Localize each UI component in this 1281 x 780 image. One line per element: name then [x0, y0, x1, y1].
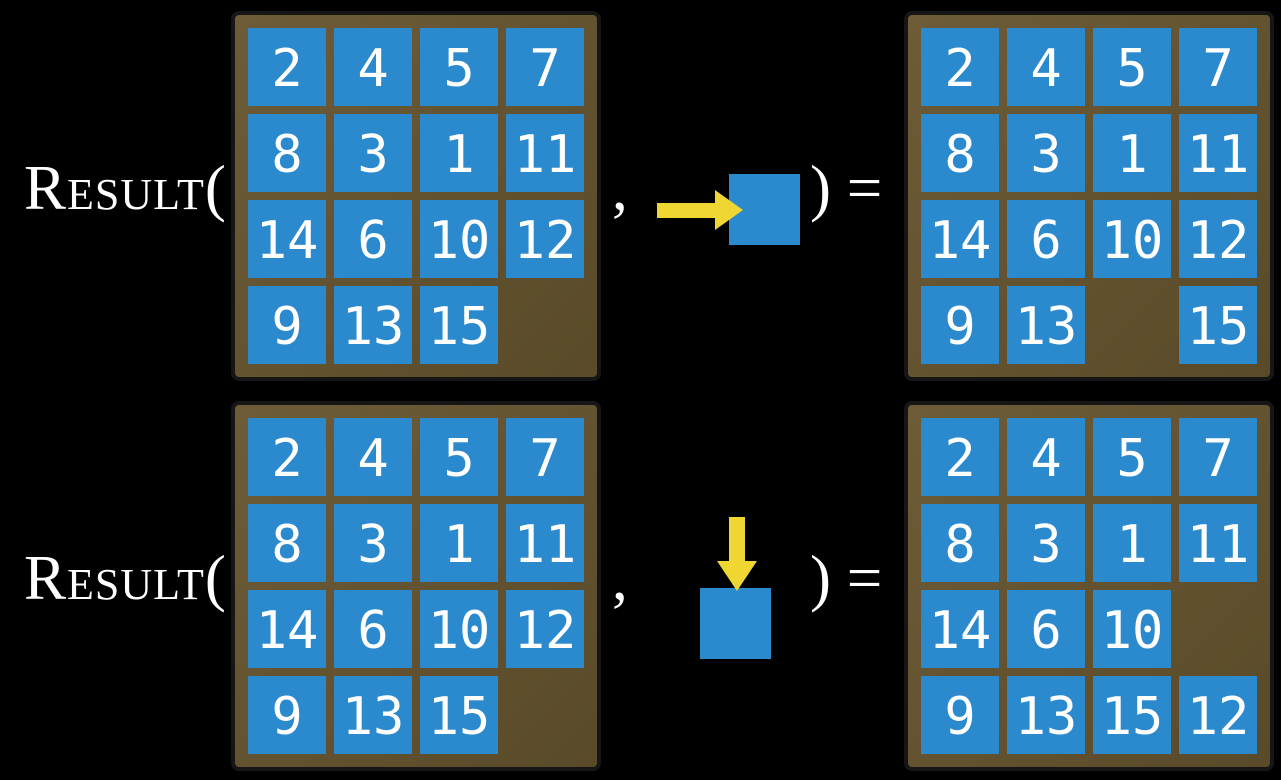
puzzle-tile-11: 11: [506, 504, 584, 582]
puzzle-tile-8: 8: [248, 504, 326, 582]
puzzle-tile-6: 6: [1007, 200, 1085, 278]
action-tile-square: [700, 588, 771, 659]
puzzle-tile-2: 2: [921, 28, 999, 106]
puzzle-tile-3: 3: [1007, 504, 1085, 582]
puzzle-tile-11: 11: [1179, 504, 1257, 582]
puzzle-tile-15: 15: [420, 286, 498, 364]
puzzle-tile-5: 5: [1093, 418, 1171, 496]
puzzle-tile-10: 10: [420, 590, 498, 668]
puzzle-tile-1: 1: [420, 504, 498, 582]
puzzle-blank-cell: [1093, 286, 1171, 364]
puzzle-tile-13: 13: [1007, 286, 1085, 364]
puzzle-tile-10: 10: [1093, 590, 1171, 668]
puzzle-tile-7: 7: [506, 418, 584, 496]
puzzle-tile-6: 6: [334, 200, 412, 278]
puzzle-tile-12: 12: [1179, 676, 1257, 754]
puzzle-tile-11: 11: [506, 114, 584, 192]
puzzle-tile-1: 1: [1093, 504, 1171, 582]
puzzle-tile-5: 5: [1093, 28, 1171, 106]
puzzle-tile-6: 6: [1007, 590, 1085, 668]
puzzle-tile-15: 15: [420, 676, 498, 754]
puzzle-tile-2: 2: [248, 418, 326, 496]
puzzle-tile-15: 15: [1179, 286, 1257, 364]
arrow-right-head-icon: [715, 190, 743, 230]
puzzle-blank-cell: [506, 676, 584, 754]
puzzle-tile-12: 12: [506, 590, 584, 668]
puzzle-tile-14: 14: [921, 590, 999, 668]
puzzle-tile-9: 9: [921, 286, 999, 364]
puzzle-tile-8: 8: [248, 114, 326, 192]
puzzle-tile-4: 4: [1007, 418, 1085, 496]
arrow-down-icon: [729, 517, 745, 563]
puzzle-tile-14: 14: [248, 590, 326, 668]
function-label: Result(: [24, 153, 227, 223]
puzzle-tile-3: 3: [1007, 114, 1085, 192]
puzzle-tile-7: 7: [1179, 418, 1257, 496]
puzzle-tile-11: 11: [1179, 114, 1257, 192]
close-paren-equals-label: ) =: [810, 543, 883, 613]
puzzle-tile-13: 13: [334, 286, 412, 364]
puzzle-tile-12: 12: [506, 200, 584, 278]
puzzle-tile-1: 1: [420, 114, 498, 192]
comma-separator: ,: [612, 153, 628, 223]
function-label: Result(: [24, 543, 227, 613]
puzzle-tile-4: 4: [1007, 28, 1085, 106]
puzzle-tile-4: 4: [334, 28, 412, 106]
puzzle-tile-14: 14: [921, 200, 999, 278]
puzzle-blank-cell: [506, 286, 584, 364]
puzzle-tile-6: 6: [334, 590, 412, 668]
puzzle-tile-5: 5: [420, 418, 498, 496]
puzzle-tile-13: 13: [334, 676, 412, 754]
puzzle-tile-4: 4: [334, 418, 412, 496]
puzzle-tile-9: 9: [248, 676, 326, 754]
puzzle-tile-14: 14: [248, 200, 326, 278]
close-paren-equals-label: ) =: [810, 153, 883, 223]
puzzle-tile-8: 8: [921, 504, 999, 582]
puzzle-tile-9: 9: [921, 676, 999, 754]
arrow-right-icon: [657, 203, 719, 218]
puzzle-tile-2: 2: [248, 28, 326, 106]
puzzle-tile-3: 3: [334, 114, 412, 192]
puzzle-tile-15: 15: [1093, 676, 1171, 754]
puzzle-tile-1: 1: [1093, 114, 1171, 192]
puzzle-tile-10: 10: [420, 200, 498, 278]
puzzle-blank-cell: [1179, 590, 1257, 668]
arrow-down-head-icon: [717, 561, 757, 591]
comma-separator: ,: [612, 543, 628, 613]
puzzle-tile-7: 7: [1179, 28, 1257, 106]
puzzle-tile-10: 10: [1093, 200, 1171, 278]
puzzle-tile-8: 8: [921, 114, 999, 192]
puzzle-tile-2: 2: [921, 418, 999, 496]
puzzle-tile-5: 5: [420, 28, 498, 106]
puzzle-tile-3: 3: [334, 504, 412, 582]
puzzle-tile-13: 13: [1007, 676, 1085, 754]
puzzle-tile-12: 12: [1179, 200, 1257, 278]
puzzle-tile-7: 7: [506, 28, 584, 106]
puzzle-tile-9: 9: [248, 286, 326, 364]
